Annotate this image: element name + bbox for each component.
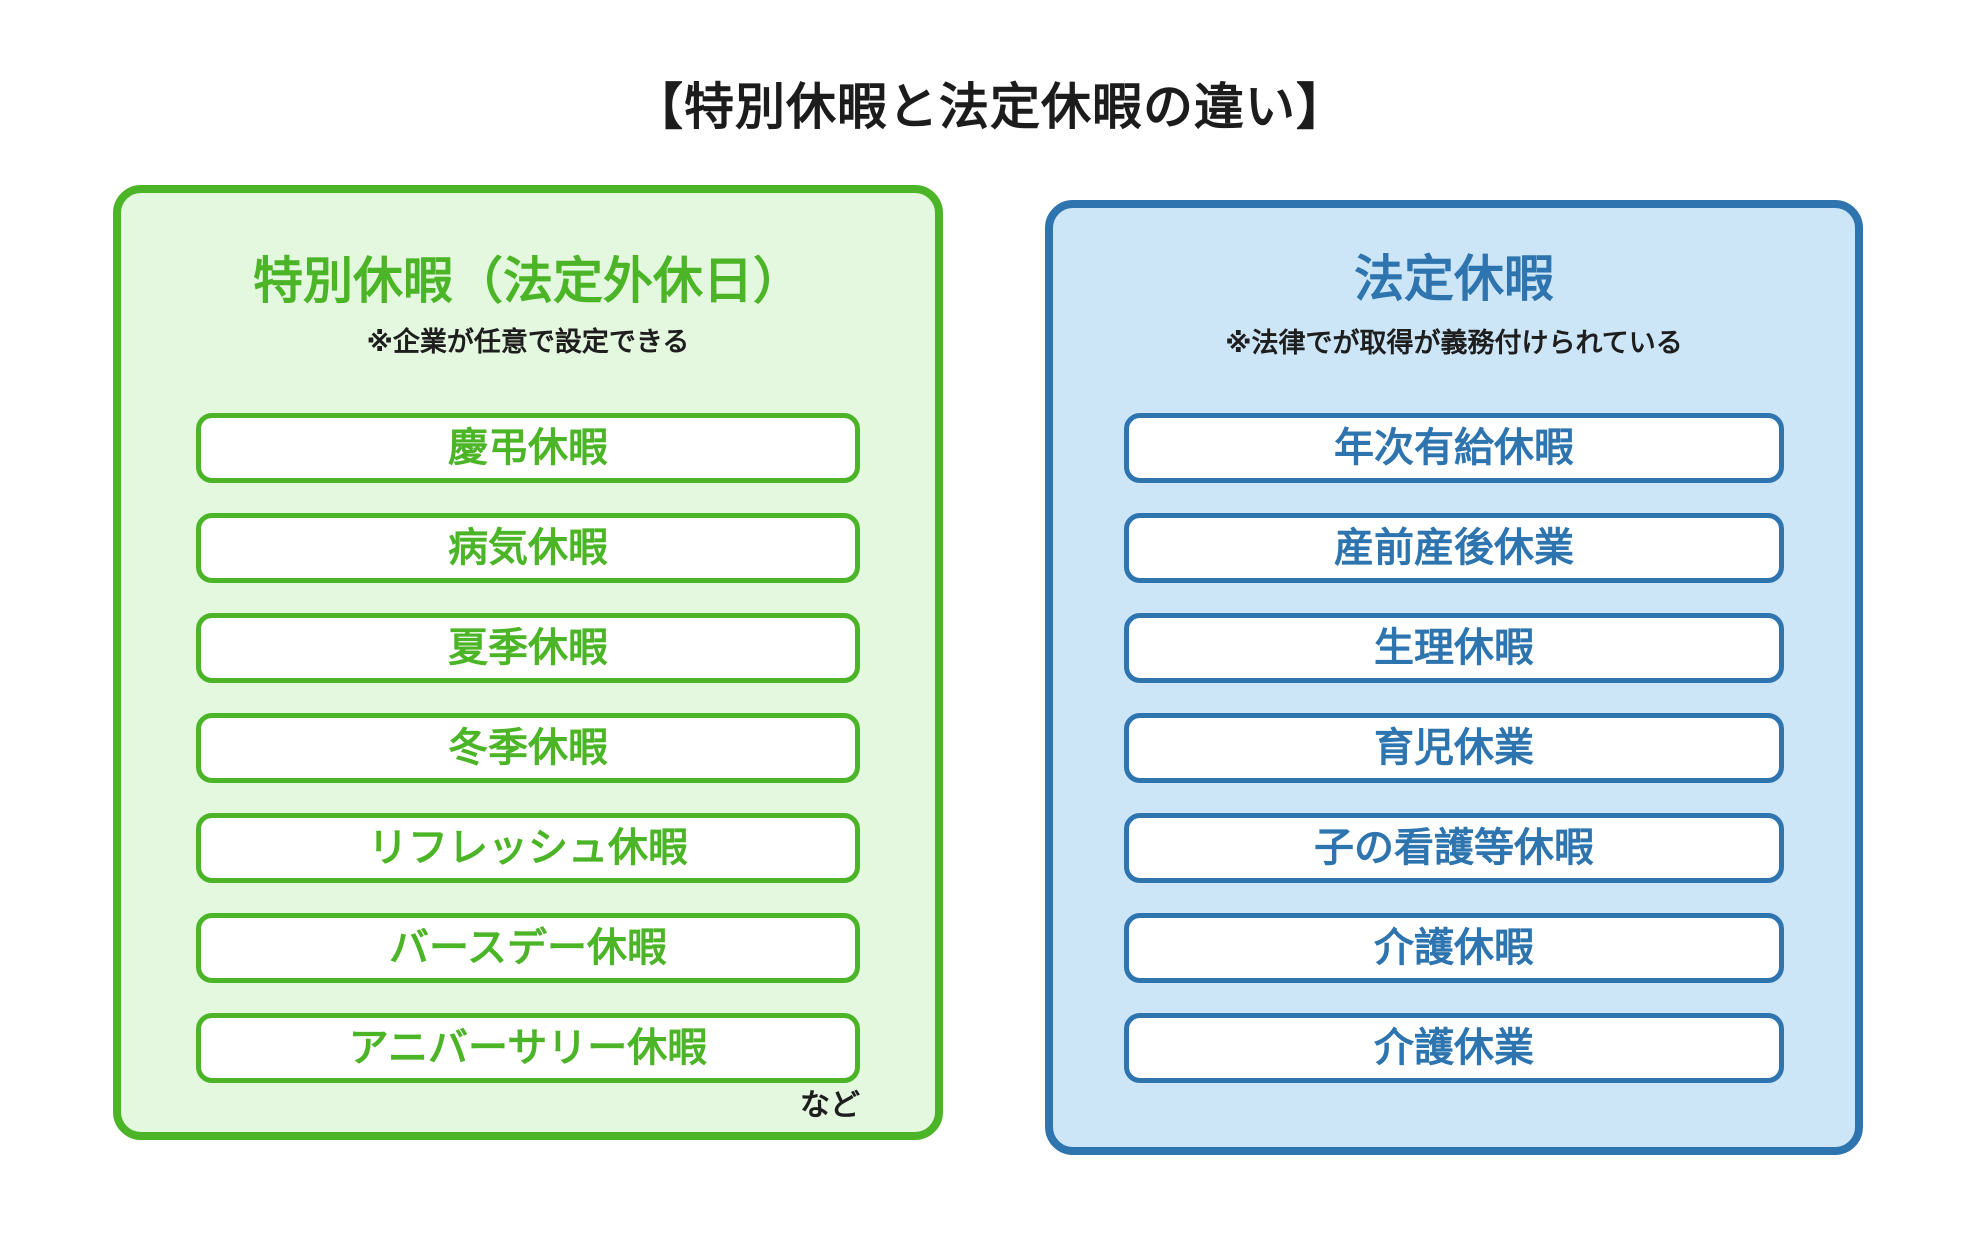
leave-item: 子の看護等休暇 [1124,813,1784,883]
leave-item: 冬季休暇 [196,713,860,783]
leave-item: 介護休業 [1124,1013,1784,1083]
statutory-leave-panel: 法定休暇 ※法律でが取得が義務付けられている 年次有給休暇 産前産後休業 生理休… [1045,200,1863,1155]
etc-label: など [800,1089,860,1122]
statutory-leave-panel-note: ※法律でが取得が義務付けられている [1225,328,1683,358]
leave-item: 介護休暇 [1124,913,1784,983]
special-leave-panel: 特別休暇（法定外休日） ※企業が任意で設定できる 慶弔休暇 病気休暇 夏季休暇 … [113,185,943,1140]
statutory-leave-item-list: 年次有給休暇 産前産後休業 生理休暇 育児休業 子の看護等休暇 介護休暇 介護休… [1124,413,1784,1083]
leave-item: リフレッシュ休暇 [196,813,860,883]
statutory-leave-panel-title: 法定休暇 [1354,251,1554,307]
special-leave-panel-title: 特別休暇（法定外休日） [253,253,803,309]
leave-item: 病気休暇 [196,513,860,583]
leave-item: 慶弔休暇 [196,413,860,483]
leave-item: 年次有給休暇 [1124,413,1784,483]
leave-item: アニバーサリー休暇 [196,1013,860,1083]
leave-item: 産前産後休業 [1124,513,1784,583]
leave-item: 夏季休暇 [196,613,860,683]
special-leave-panel-note: ※企業が任意で設定できる [366,327,690,357]
leave-item: 育児休業 [1124,713,1784,783]
leave-item: バースデー休暇 [196,913,860,983]
special-leave-item-list: 慶弔休暇 病気休暇 夏季休暇 冬季休暇 リフレッシュ休暇 バースデー休暇 アニバ… [196,413,860,1083]
leave-item: 生理休暇 [1124,613,1784,683]
page-title: 【特別休暇と法定休暇の違い】 [633,79,1347,135]
